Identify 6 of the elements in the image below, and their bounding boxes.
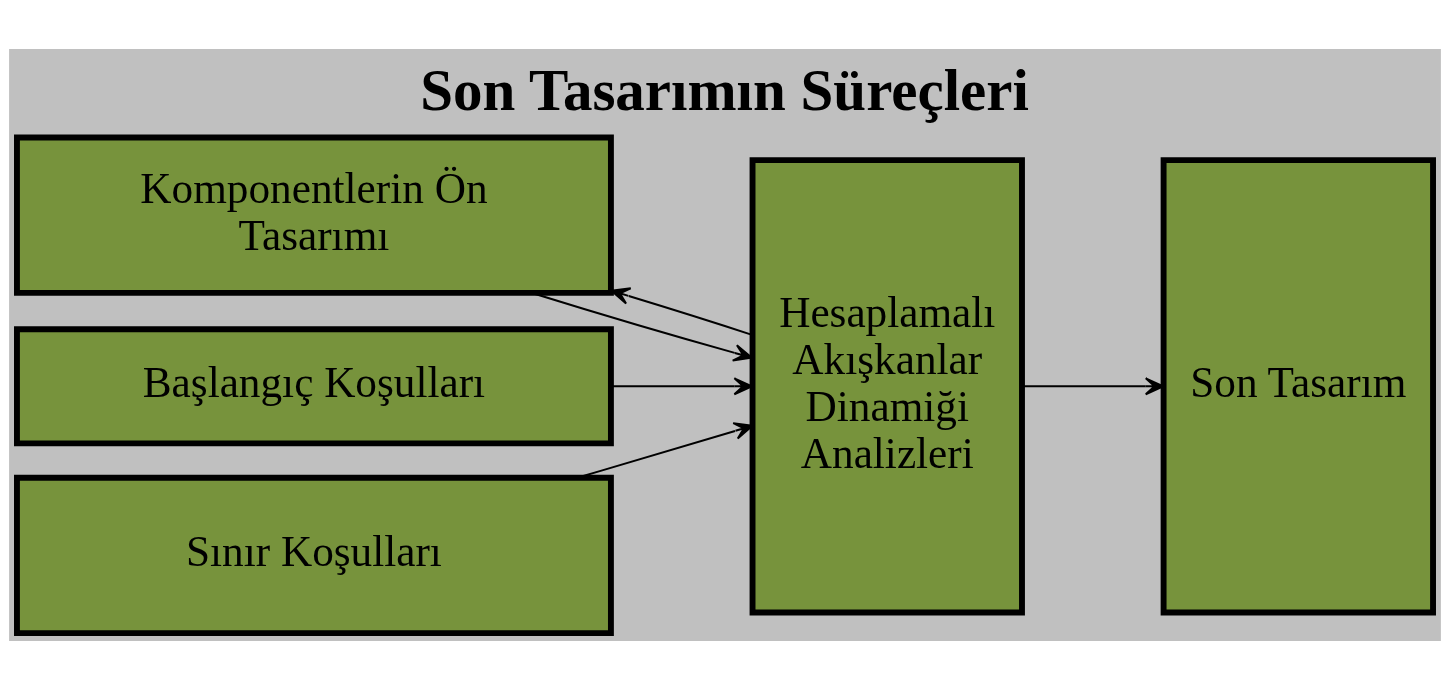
- node-box: Komponentlerin Ön Tasarımı: [14, 134, 614, 296]
- node-box: Hesaplamalı Akışkanlar Dinamiği Analizleri: [749, 156, 1025, 615]
- node-box: Son Tasarım: [1160, 156, 1436, 615]
- node-box: Sınır Koşulları: [14, 474, 614, 636]
- node-box: Başlangıç Koşulları: [14, 325, 614, 446]
- diagram-title: Son Tasarımın Süreçleri: [420, 56, 1029, 123]
